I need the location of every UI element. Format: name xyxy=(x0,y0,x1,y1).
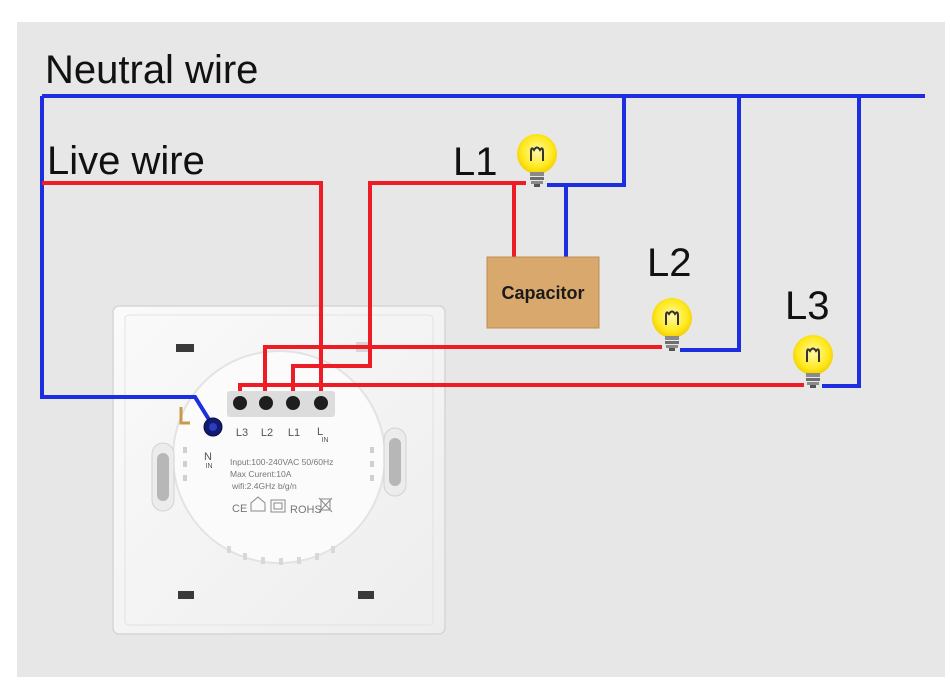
terminal-l1 xyxy=(286,396,300,410)
l2-label: L2 xyxy=(647,241,692,285)
live-input-wire xyxy=(42,181,323,400)
capacitor: Capacitor xyxy=(486,256,600,329)
terminal-l2 xyxy=(259,396,273,410)
terminal-l2-label: L2 xyxy=(261,427,273,439)
terminal-l-in xyxy=(314,396,328,410)
neutral-to-switch-wire xyxy=(40,96,215,428)
neutral-l3-wire xyxy=(822,96,861,388)
switch-plate xyxy=(112,305,446,635)
capacitor-label: Capacitor xyxy=(501,283,584,303)
square-icon xyxy=(270,499,286,513)
l2-output-wire xyxy=(263,345,662,400)
terminal-n-label: N xyxy=(204,451,212,463)
terminal-l-sub-label: IN xyxy=(322,437,329,444)
terminal-l3 xyxy=(233,396,247,410)
neutral-wire-label: Neutral wire xyxy=(45,48,258,92)
spec-wifi: wifi:2.4GHz b/g/n xyxy=(231,481,297,491)
live-wire-label: Live wire xyxy=(47,139,205,183)
l3-label: L3 xyxy=(785,284,830,328)
cert-row: CE ROHS xyxy=(232,496,333,516)
neutral-l1-wire xyxy=(547,96,626,187)
terminal-l-label: L xyxy=(317,426,323,438)
spec-current: Max Curent:10A xyxy=(230,469,292,479)
rohs-icon: ROHS xyxy=(290,504,322,516)
spec-input: Input:100-240VAC 50/60Hz xyxy=(230,457,333,467)
ce-mark-icon: CE xyxy=(232,503,247,515)
terminal-n-sub-label: IN xyxy=(206,463,213,470)
bin-icon xyxy=(318,497,333,513)
l1-output-wire xyxy=(291,181,526,400)
terminal-l3-label: L3 xyxy=(236,427,248,439)
terminal-l1-label: L1 xyxy=(288,427,300,439)
neutral-wires xyxy=(40,94,925,428)
l1-label: L1 xyxy=(453,140,498,184)
terminal-block xyxy=(203,391,335,437)
neutral-l2-wire xyxy=(680,96,741,352)
house-icon xyxy=(250,496,266,512)
